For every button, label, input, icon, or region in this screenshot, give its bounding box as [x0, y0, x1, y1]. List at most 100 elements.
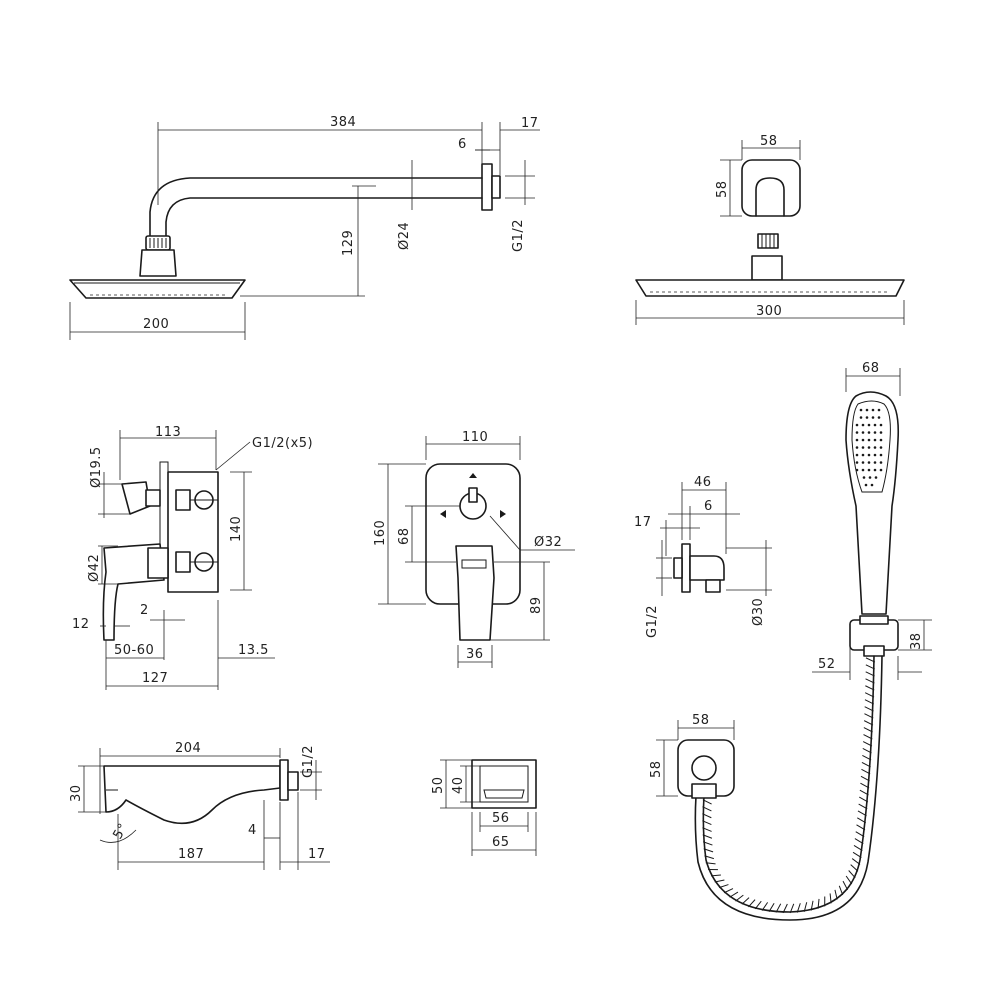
dim-flange-thickness: 6 [458, 137, 467, 152]
nozzle-dot [879, 431, 883, 434]
hose-braid-mark [862, 741, 873, 747]
dim-center-height: 68 [397, 527, 412, 545]
hose-braid-mark [863, 734, 873, 740]
hose-braid-mark [810, 900, 814, 911]
hose-braid-mark [856, 824, 866, 831]
nozzle-dot [855, 446, 859, 449]
dim-holder-depth: 52 [818, 657, 836, 672]
hose-braid-mark [863, 727, 873, 733]
nozzle-dot [861, 438, 865, 442]
nozzle-dot [879, 461, 883, 464]
hose-braid-mark [775, 903, 782, 913]
note-inlets: G1/2(x5) [252, 436, 313, 451]
hand-shower-handle [845, 391, 900, 615]
nozzle-dot [867, 453, 871, 457]
hose-braid-mark [859, 796, 869, 803]
nozzle-dot [871, 416, 875, 419]
hose-braid-mark [702, 813, 712, 819]
dim-arm-drop: 129 [341, 230, 356, 256]
dim-pipe-diameter: Ø24 [397, 222, 412, 250]
dim-outlet-thickness: 6 [704, 499, 713, 514]
dim-outlet-diameter: Ø30 [751, 598, 766, 626]
nozzle-dot [861, 423, 865, 427]
hose-braid-mark [702, 827, 712, 832]
nozzle-dot [861, 446, 865, 449]
hose-braid-mark [860, 775, 870, 782]
nozzle-dot [865, 408, 869, 412]
hose-braid-mark [702, 799, 712, 805]
dim-diverter-diameter-front: Ø32 [534, 535, 562, 550]
nozzle-dot [862, 476, 866, 479]
hose-braid-mark [768, 902, 775, 912]
nozzle-dot [873, 461, 877, 464]
dim-mixer-top-width: 113 [155, 425, 181, 440]
hose-braid-mark [748, 899, 756, 908]
nozzle-dot [867, 431, 871, 434]
hose-braid-mark [702, 834, 713, 839]
shower-arm-pipe-bottom [165, 197, 483, 239]
nozzle-dot [865, 416, 869, 419]
dim-mixer-height: 140 [229, 516, 244, 542]
hose-braid-mark [861, 761, 871, 768]
shower-front-ball-joint [757, 233, 779, 249]
hose-braid-mark [852, 851, 862, 858]
hose-braid-mark [729, 891, 739, 898]
shower-head-wall-flange [741, 159, 801, 217]
hose-braid-mark [854, 838, 864, 845]
nozzle-dot [871, 408, 875, 412]
hose-braid-mark [850, 864, 859, 872]
hose-braid-mark [865, 664, 875, 670]
dim-outlet-front-height: 58 [649, 760, 664, 778]
spout-thread [287, 771, 299, 791]
dim-lever-height: 89 [529, 596, 544, 614]
nozzle-dot [879, 423, 883, 427]
dim-flange-outer-height: 50 [431, 776, 446, 794]
nozzle-dot [874, 476, 878, 479]
hose-braid-mark [703, 848, 714, 853]
nozzle-dot [859, 408, 863, 412]
mixer-front-view: 110 160 68 Ø32 89 36 [373, 430, 575, 668]
dim-outlet-length: 46 [694, 475, 712, 490]
hose-braid-mark [817, 898, 820, 909]
wall-outlet-plate-edge [681, 543, 691, 593]
wall-outlet-side-view: 46 6 17 G1/2 Ø30 [634, 475, 772, 638]
nozzle-dot [864, 483, 868, 487]
hose-braid-mark [796, 903, 801, 913]
hose-braid-mark [853, 845, 863, 852]
hose-braid-mark [857, 810, 867, 817]
nozzle-dot [873, 438, 877, 442]
dim-spout-angle: 5° [110, 821, 131, 842]
nozzle-dot [867, 438, 871, 442]
nozzle-dot [877, 408, 881, 412]
shower-head-neck [139, 249, 177, 277]
dim-spout-length: 204 [175, 741, 201, 756]
hose-braid-mark [865, 685, 875, 691]
nozzle-dot [868, 476, 872, 479]
spout-flange-front-view: 50 40 56 65 [431, 759, 537, 856]
nozzle-dot [855, 431, 859, 434]
dim-depth-range: 50-60 [114, 643, 154, 658]
nozzle-dot [859, 416, 863, 419]
hose-braid-mark [803, 902, 808, 912]
dim-cover-width: 110 [462, 430, 488, 445]
hose-braid-mark [848, 870, 856, 879]
nozzle-dot [861, 468, 865, 472]
hose-braid-mark [702, 820, 712, 826]
nozzle-dot [855, 423, 859, 427]
dim-gap: 2 [140, 603, 149, 618]
dim-front-flange-height: 58 [715, 180, 730, 198]
nozzle-dot [870, 483, 874, 487]
nozzle-dot [873, 423, 877, 427]
hose-braid-mark [718, 884, 729, 889]
hose-braid-mark [864, 699, 875, 705]
dim-head-width-side: 200 [143, 317, 169, 332]
hand-shower-nozzles [855, 408, 883, 487]
shower-arm-front-pipe [755, 177, 785, 217]
dim-flange-outer-width: 65 [492, 835, 510, 850]
nozzle-dot [855, 468, 859, 472]
nozzle-dot [879, 468, 883, 472]
hose-braid-mark [705, 862, 716, 865]
hose-braid-mark [865, 678, 875, 684]
